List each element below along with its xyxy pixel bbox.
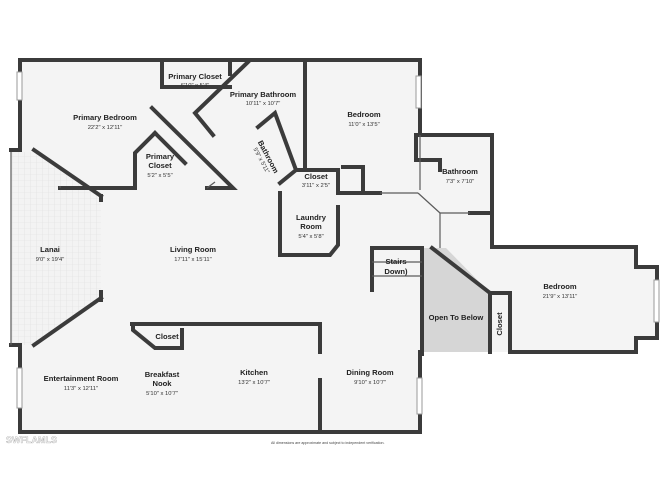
dim-primary-bedroom: 22'2" x 12'11" bbox=[88, 125, 123, 131]
dim-dining-room: 9'10" x 10'7" bbox=[354, 380, 386, 386]
dim-entertainment-room: 11'3" x 12'11" bbox=[64, 386, 98, 392]
label-primary-closet-small-1: Primary bbox=[146, 152, 175, 161]
windows bbox=[16, 71, 660, 415]
window-entertainment bbox=[16, 367, 23, 409]
dim-closet-hall: 3'11" x 2'5" bbox=[302, 183, 330, 189]
dim-bathroom-right: 7'3" x 7'10" bbox=[446, 179, 475, 185]
label-stairs-1: Stairs bbox=[385, 257, 406, 266]
window-dining bbox=[416, 377, 423, 415]
disclaimer: All dimensions are approximate and subje… bbox=[271, 441, 384, 445]
label-bedroom-right: Bedroom bbox=[543, 282, 577, 291]
label-dining-room: Dining Room bbox=[346, 368, 393, 377]
dim-laundry: 5'4" x 5'8" bbox=[298, 234, 323, 240]
label-bathroom-right: Bathroom bbox=[442, 167, 478, 176]
dim-bedroom-right: 21'9" x 13'11" bbox=[543, 294, 578, 300]
label-open-to-below: Open To Below bbox=[429, 313, 484, 322]
label-primary-bathroom: Primary Bathroom bbox=[230, 90, 297, 99]
label-primary-closet-small-2: Closet bbox=[148, 161, 172, 170]
window-primary bbox=[16, 71, 23, 101]
label-stairs-2: Down) bbox=[384, 267, 408, 276]
dim-primary-closet-small: 5'2" x 5'5" bbox=[147, 173, 172, 179]
label-laundry-1: Laundry bbox=[296, 213, 327, 222]
open-to-below-area bbox=[422, 248, 490, 352]
label-closet-vertical: Closet bbox=[495, 312, 504, 336]
label-lanai: Lanai bbox=[40, 245, 60, 254]
dim-lanai: 9'0" x 19'4" bbox=[36, 257, 65, 263]
room-labels: Primary Closet 6'10" x 5'4" Primary Bath… bbox=[36, 72, 578, 397]
window-bedroom-right bbox=[653, 279, 660, 323]
label-primary-bedroom: Primary Bedroom bbox=[73, 113, 137, 122]
label-bedroom-top: Bedroom bbox=[347, 110, 381, 119]
lanai-deck bbox=[11, 152, 101, 345]
dim-breakfast: 5'10" x 10'7" bbox=[146, 391, 178, 397]
thin-walls bbox=[10, 135, 470, 345]
label-closet-hall: Closet bbox=[304, 172, 328, 181]
dim-living-room: 17'11" x 15'11" bbox=[174, 257, 211, 263]
walls bbox=[9, 58, 659, 434]
label-breakfast-2: Nook bbox=[153, 379, 173, 388]
dim-primary-bathroom: 10'11" x 10'7" bbox=[246, 101, 281, 107]
dim-kitchen: 13'2" x 10'7" bbox=[238, 380, 270, 386]
window-bedroom bbox=[415, 75, 422, 109]
dim-bedroom-top: 11'0" x 13'5" bbox=[348, 122, 379, 128]
label-living-room: Living Room bbox=[170, 245, 216, 254]
label-primary-closet-top: Primary Closet bbox=[168, 72, 222, 81]
watermark: SWFLAMLS bbox=[6, 435, 57, 445]
label-kitchen: Kitchen bbox=[240, 368, 268, 377]
dim-primary-closet-top: 6'10" x 5'4" bbox=[181, 83, 210, 89]
label-laundry-2: Room bbox=[300, 222, 322, 231]
label-breakfast-1: Breakfast bbox=[145, 370, 180, 379]
label-entertainment-room: Entertainment Room bbox=[44, 374, 119, 383]
label-closet-kitchen: Closet bbox=[155, 332, 179, 341]
